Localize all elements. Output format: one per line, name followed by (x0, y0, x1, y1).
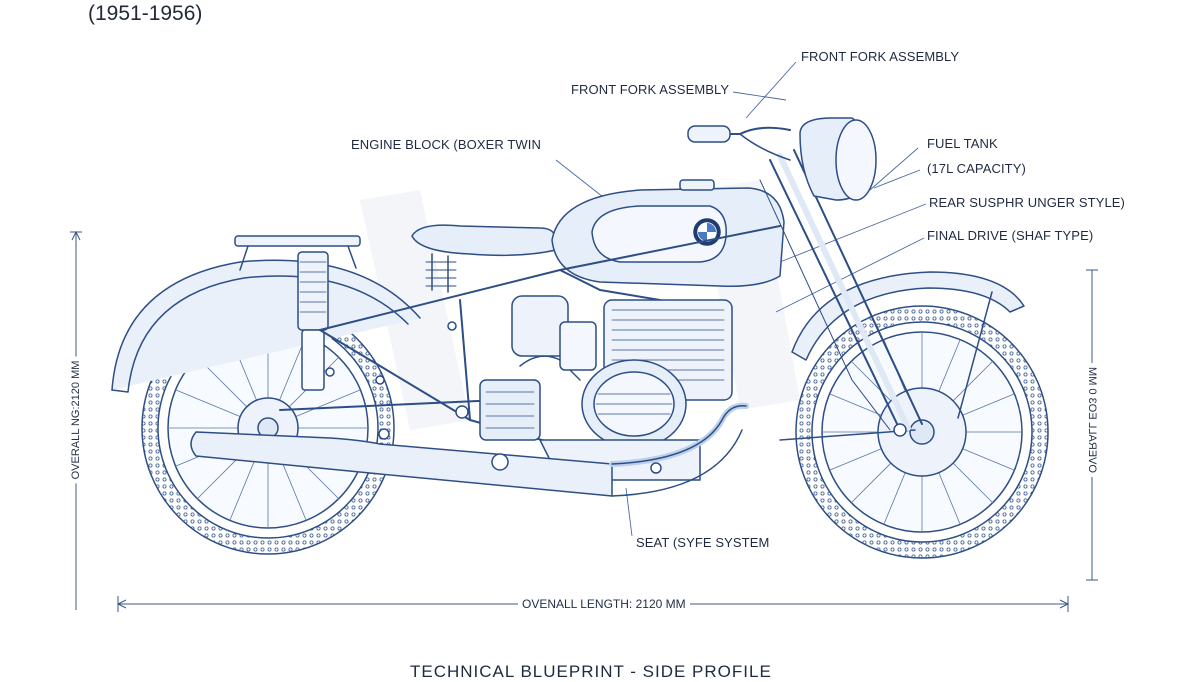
fasteners (325, 321, 907, 474)
engine-block (479, 295, 733, 481)
footer-caption: TECHNICAL BLUEPRINT - SIDE PROFILE (410, 662, 772, 681)
year-range: (1951-1956) (88, 2, 203, 25)
rear-fender (111, 259, 421, 391)
callout-front-fork-top: FRONT FORK ASSEMBLY (801, 49, 960, 64)
overall-length-label: OVENALL LENGTH: 2120 MM (518, 597, 690, 611)
callout-rear-suspension: REAR SUSPНR UNGER STYLE) (929, 195, 1125, 210)
exhaust (190, 402, 749, 497)
fuel-tank (551, 179, 785, 288)
overall-height-left-label: OVERALL NG:2120 MM (70, 356, 82, 484)
callout-engine-block: ENGINE BLOCK (BOXER TWIN (351, 137, 541, 152)
leader-lines (555, 61, 927, 537)
handlebar (687, 125, 791, 161)
callout-fuel-tank: FUEL TANK (927, 136, 998, 151)
callout-seat: SEAT (SYFE SYSTEM (636, 535, 770, 550)
callout-front-fork: FRONT FORK ASSEMBLY (571, 82, 730, 97)
headlamp (799, 117, 877, 201)
callout-fuel-tank-capacity: (17L CAPACITY) (927, 161, 1026, 176)
callout-final-drive: FINAL DRIVE (SHAF TYPE) (927, 228, 1094, 243)
rear-carrier (234, 235, 361, 247)
front-wheel (795, 305, 1049, 559)
rear-suspension (297, 251, 329, 391)
seat (411, 224, 558, 293)
overall-height-right-label: OVERALL EO3 0 MM (1086, 363, 1098, 477)
